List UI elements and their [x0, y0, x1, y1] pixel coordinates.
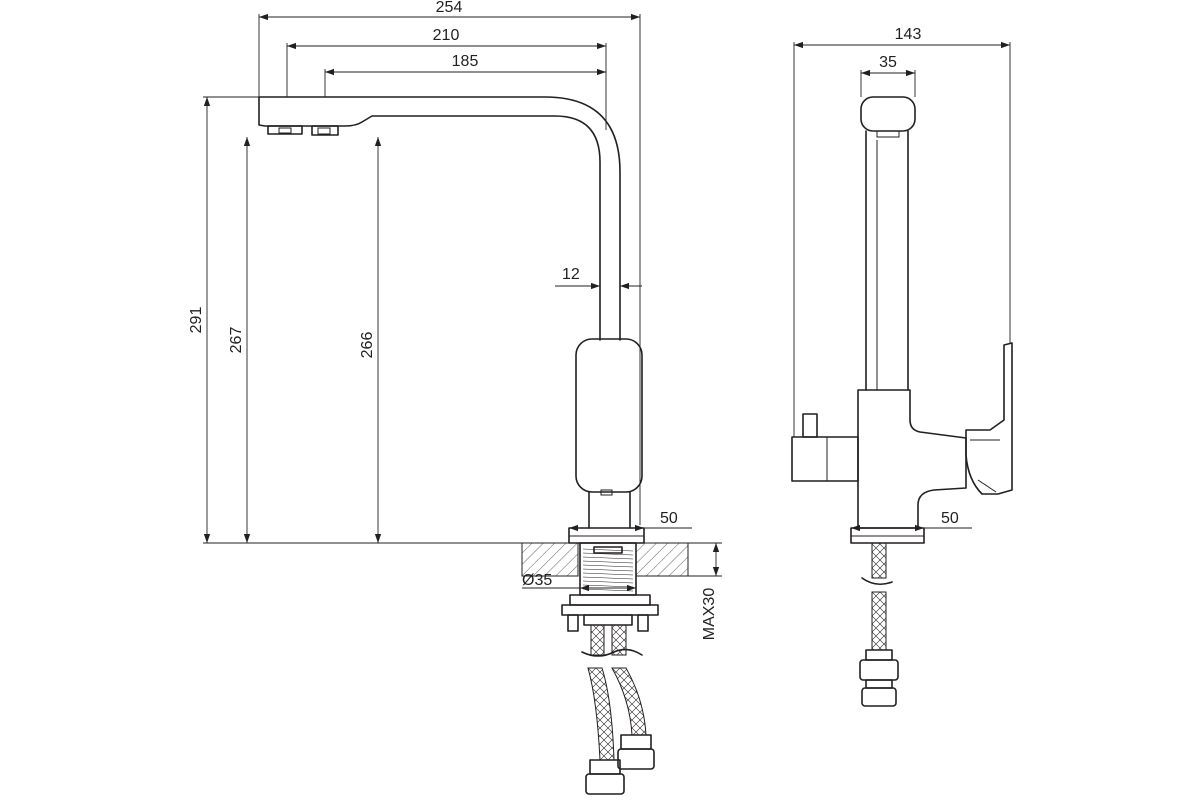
side-spout-head [860, 96, 916, 132]
side-hose-upper [871, 542, 887, 579]
shank-threads [582, 548, 634, 592]
dim-reach-210: 210 [433, 27, 460, 44]
hose-left-lower [587, 667, 615, 761]
hose-break-line [581, 648, 643, 657]
counter-section-right [635, 542, 689, 577]
front-outlet-right-inner [317, 127, 331, 135]
mount-stud-right [637, 614, 649, 632]
front-outlet-right [311, 125, 339, 136]
mount-nut [583, 614, 633, 626]
side-dimensions: 143 35 50 [793, 26, 1011, 532]
dim-mount-diameter: Ø35 [522, 572, 552, 589]
side-body [857, 389, 967, 529]
dim-overall-height: 291 [188, 307, 205, 334]
dim-reach-185: 185 [452, 53, 479, 70]
side-pipe [865, 130, 909, 391]
hose-right-lower [611, 667, 647, 736]
front-dimensions: 254 210 185 291 267 266 12 50 Ø35 [188, 0, 722, 640]
front-outlet-left [267, 125, 303, 135]
front-column [588, 491, 631, 529]
dim-overall-reach: 254 [436, 0, 463, 16]
dim-height-266: 266 [359, 332, 376, 359]
side-nut-lower [861, 687, 897, 707]
side-filter-handle [791, 436, 859, 482]
dim-max-deck: MAX30 [701, 588, 718, 641]
hose-fitting-right [620, 734, 652, 750]
dim-pipe-width: 12 [562, 266, 580, 283]
side-lever [965, 342, 1013, 495]
side-hose-break [861, 577, 893, 586]
front-outlet-left-inner [278, 127, 292, 134]
front-spout [258, 96, 621, 341]
front-body [575, 338, 643, 493]
hose-nut-left [585, 773, 625, 795]
hose-right-upper [611, 624, 627, 656]
mount-stud-left [567, 614, 579, 632]
front-body-notch [600, 489, 613, 496]
counter-section-left [521, 542, 579, 577]
dim-side-width: 143 [895, 26, 922, 43]
mounting-washer [561, 604, 659, 616]
side-hose-lower [871, 591, 887, 651]
side-view [791, 96, 1013, 707]
hose-fitting-left [589, 759, 621, 775]
side-fitting [865, 649, 893, 661]
dim-height-267: 267 [228, 327, 245, 354]
hose-left-upper [590, 624, 605, 656]
side-filter-knob [802, 413, 818, 438]
front-view [203, 96, 689, 795]
mounting-plate [569, 594, 651, 606]
hose-nut-right [617, 748, 655, 770]
dim-handle-width: 35 [879, 54, 897, 71]
dim-base-width-side: 50 [941, 510, 959, 527]
side-nut [859, 659, 899, 681]
dim-base-width-front: 50 [660, 510, 678, 527]
